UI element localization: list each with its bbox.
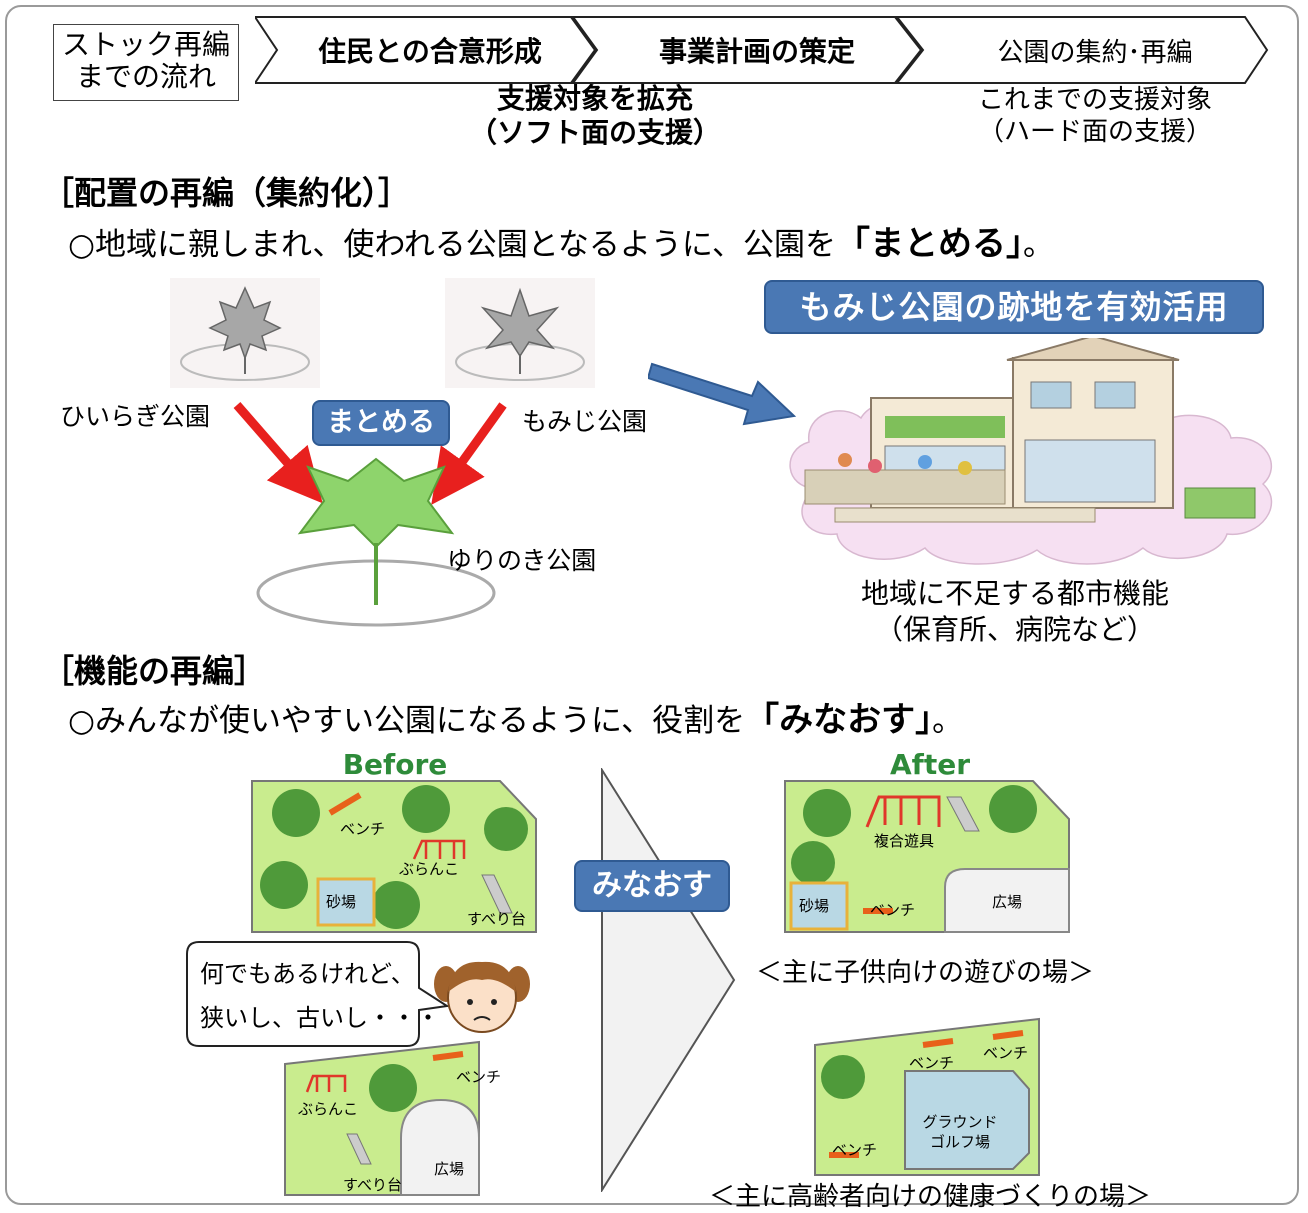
after2-bench1: ベンチ — [909, 1054, 955, 1072]
urban-function-line2: （保育所、病院など） — [874, 613, 1155, 646]
before2-swing: ぶらんこ — [298, 1100, 359, 1118]
after2-bench2: ベンチ — [983, 1044, 1029, 1062]
sandbox-icon — [316, 877, 376, 927]
flow-label: ストック再編 までの流れ — [53, 24, 239, 101]
step-consolidation: 公園の集約･再編 — [997, 38, 1193, 68]
support-current-line2: （ハード面の支援） — [977, 117, 1212, 147]
after2-golf: グラウンド ゴルフ場 — [912, 1112, 1008, 1152]
reuse-arrow — [648, 362, 797, 426]
speech-line2: 狭いし、古いし・・・ — [200, 1004, 440, 1032]
label-momiji-park: もみじ公園 — [522, 407, 648, 436]
speech-bubble — [186, 941, 450, 1047]
nursery-building-illustration — [789, 338, 1273, 565]
chevron-consensus — [255, 16, 597, 84]
play-equipment-icon — [865, 795, 941, 828]
merge-arrows — [233, 402, 507, 505]
plaza-icon — [944, 868, 1070, 933]
after2-caption: ＜主に高齢者向けの健康づくりの場＞ — [708, 1182, 1151, 1212]
lead-layout-prefix: ○地域に親しまれ、使われる公園となるように、公園を — [68, 227, 836, 263]
lead-function-suffix: 。 — [932, 703, 964, 739]
urban-function-line1: 地域に不足する都市機能 — [860, 577, 1169, 610]
flow-chevrons — [255, 16, 1269, 84]
before1-slide: すべり台 — [467, 910, 526, 928]
bench-icon — [328, 792, 362, 816]
section-lead-function: ○みんなが使いやすい公園になるように、役割を「みなおす」。 — [68, 692, 963, 741]
step-consensus: 住民との合意形成 — [318, 35, 542, 68]
chevron-consolidation — [894, 16, 1269, 84]
girl-icon — [434, 961, 530, 1033]
bench-icon — [432, 1051, 464, 1061]
support-expanded-line2: （ソフト面の支援） — [468, 116, 721, 149]
plaza-icon — [400, 1098, 480, 1196]
before1-swing: ぶらんこ — [399, 860, 460, 878]
before2-bench: ベンチ — [456, 1068, 502, 1086]
label-hiiragi-park: ひいらぎ公園 — [60, 402, 211, 431]
after1-plaza: 広場 — [992, 893, 1023, 911]
section-lead-layout: ○地域に親しまれ、使われる公園となるように、公園を「まとめる」。 — [68, 216, 1054, 265]
support-expanded-line1: 支援対象を拡充 — [496, 82, 693, 115]
section-title-function: ［機能の再編］ — [42, 652, 267, 690]
after2-golf-line1: グラウンド — [922, 1113, 998, 1131]
before-park-1-map — [251, 780, 537, 933]
support-current: これまでの支援対象 （ハード面の支援） — [950, 84, 1240, 148]
lead-function-prefix: ○みんなが使いやすい公園になるように、役割を — [68, 703, 746, 739]
after1-sandbox: 砂場 — [799, 897, 830, 915]
reuse-banner: もみじ公園の跡地を有効活用 — [764, 280, 1264, 334]
bench-icon — [992, 1030, 1024, 1040]
before-label: Before — [342, 748, 448, 781]
before1-bench: ベンチ — [340, 820, 386, 838]
before1-sandbox: 砂場 — [326, 893, 357, 911]
lead-layout-emphasis: 「まとめる」 — [835, 224, 1023, 264]
slide-icon — [346, 1133, 372, 1165]
red-arrow-left — [233, 402, 323, 504]
before2-slide: すべり台 — [343, 1176, 402, 1194]
swing-icon — [412, 839, 466, 860]
merge-badge: まとめる — [312, 400, 450, 446]
slide-icon — [481, 874, 513, 914]
after1-play: 複合遊具 — [874, 832, 935, 850]
after1-bench: ベンチ — [870, 901, 916, 919]
label-yurinoki-park: ゆりのき公園 — [447, 546, 597, 575]
before2-plaza: 広場 — [434, 1160, 465, 1178]
before-park-2-map — [284, 1040, 480, 1196]
swing-icon — [305, 1074, 347, 1093]
momiji-park-illustration — [445, 278, 595, 388]
after-park-2-map — [814, 1017, 1040, 1176]
after1-caption: ＜主に子供向けの遊びの場＞ — [755, 958, 1094, 988]
hiiragi-park-illustration — [170, 278, 320, 388]
ground-golf-icon — [904, 1070, 1030, 1170]
speech-text: 何でもあるけれど、 狭いし、古いし・・・ — [200, 952, 440, 1040]
after-label: After — [889, 748, 971, 781]
yurinoki-park-illustration — [256, 457, 496, 627]
red-arrow-right — [431, 402, 507, 505]
after-park-1-map — [784, 780, 1070, 933]
chevron-plan — [571, 16, 923, 84]
flow-label-line1: ストック再編 — [61, 28, 230, 61]
slide-icon — [946, 796, 980, 832]
bench-icon — [922, 1038, 954, 1048]
sandbox-icon — [789, 881, 849, 931]
figure-frame — [5, 5, 1299, 1205]
lead-layout-suffix: 。 — [1022, 227, 1054, 263]
step-plan: 事業計画の策定 — [658, 35, 855, 68]
section-title-layout: ［配置の再編（集約化）］ — [42, 174, 411, 212]
review-badge: みなおす — [574, 860, 730, 912]
after2-bench3: ベンチ — [832, 1141, 878, 1159]
support-current-line1: これまでの支援対象 — [977, 85, 1212, 115]
support-expanded: 支援対象を拡充 （ソフト面の支援） — [430, 82, 760, 150]
speech-line1: 何でもあるけれど、 — [200, 960, 415, 988]
review-triangle — [601, 768, 736, 1192]
lead-function-emphasis: 「みなおす」 — [745, 700, 933, 740]
flow-label-line2: までの流れ — [75, 60, 216, 93]
urban-function-caption: 地域に不足する都市機能 （保育所、病院など） — [830, 576, 1200, 648]
after2-golf-line2: ゴルフ場 — [929, 1133, 990, 1151]
